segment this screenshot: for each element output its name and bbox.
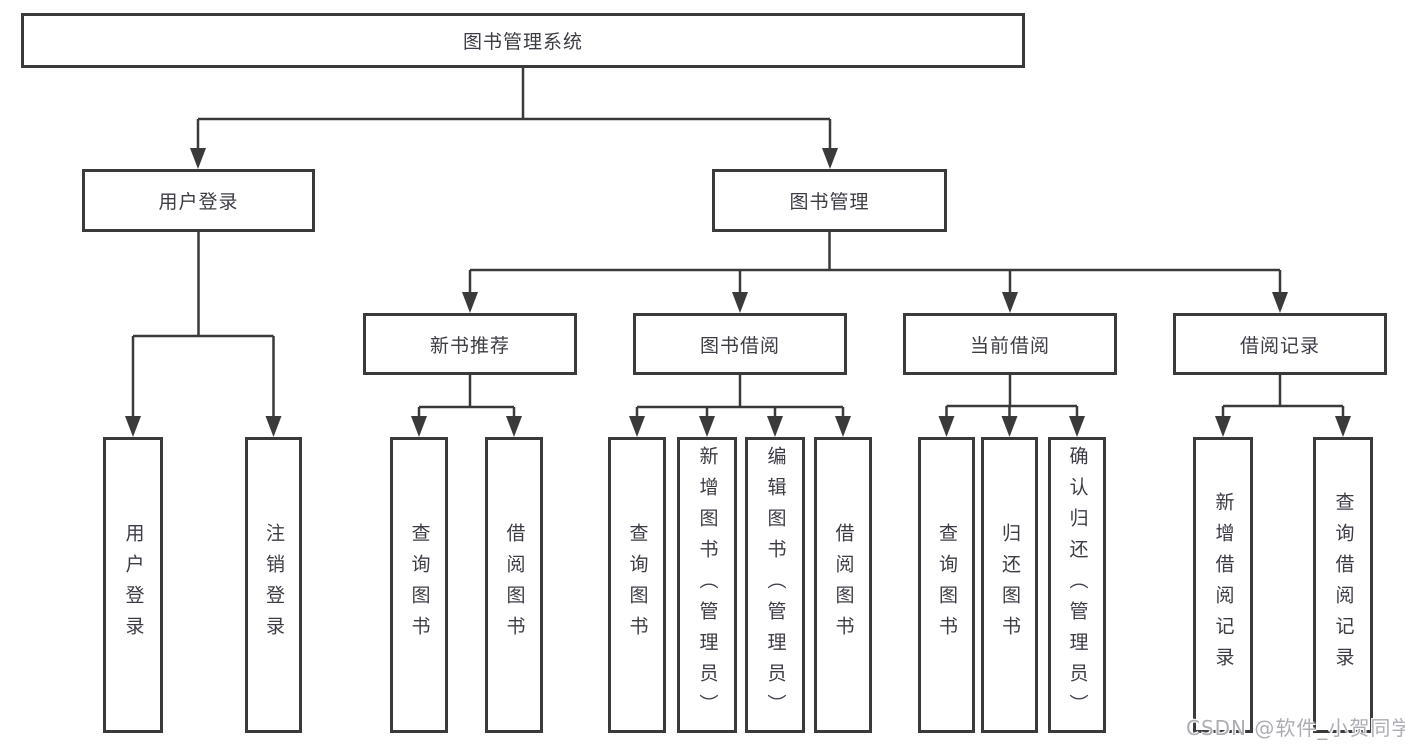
arrow-down-icon	[411, 416, 427, 437]
node-library-management-system: 图书管理系统	[21, 13, 1025, 68]
node-new-book-recommendation: 新书推荐	[363, 313, 577, 375]
arrow-down-icon	[1069, 416, 1085, 437]
node-label: 查询借阅记录	[1332, 492, 1355, 678]
arrow-down-icon	[699, 416, 715, 437]
leaf-confirm-return-admin: 确认归还（管理员）	[1048, 437, 1106, 733]
leaf-edit-books-admin: 编辑图书（管理员）	[745, 437, 805, 733]
node-book-borrowing: 图书借阅	[633, 313, 847, 375]
leaf-borrow-books: 借阅图书	[814, 437, 872, 733]
arrow-down-icon	[1215, 416, 1231, 437]
node-current-borrowing: 当前借阅	[903, 313, 1117, 375]
leaf-logout: 注销登录	[245, 437, 302, 733]
node-label: 查询图书	[408, 523, 431, 647]
node-user-login-module: 用户登录	[82, 169, 315, 232]
node-label: 编辑图书（管理员）	[764, 445, 787, 725]
leaf-add-borrow-record: 新增借阅记录	[1193, 437, 1253, 733]
node-book-management-module: 图书管理	[712, 169, 947, 232]
arrow-down-icon	[190, 148, 206, 169]
csdn-watermark: CSDN @软件_小贺同学	[1186, 716, 1405, 740]
node-label: 借阅图书	[503, 523, 526, 647]
node-borrowing-records: 借阅记录	[1173, 313, 1387, 375]
node-label: 图书管理	[789, 191, 870, 213]
arrow-down-icon	[835, 416, 851, 437]
leaf-return-books: 归还图书	[981, 437, 1038, 733]
arrow-down-icon	[1335, 416, 1351, 437]
leaf-borrow-books-recommend: 借阅图书	[485, 437, 543, 733]
arrow-down-icon	[822, 148, 838, 169]
arrow-down-icon	[767, 416, 783, 437]
node-label: 确认归还（管理员）	[1066, 445, 1089, 725]
leaf-query-books-current: 查询图书	[918, 437, 975, 733]
node-label: 借阅图书	[832, 523, 855, 647]
node-label: 图书借阅	[699, 334, 780, 357]
node-label: 查询图书	[936, 523, 958, 647]
node-label: 用户登录	[158, 191, 239, 213]
leaf-query-books-borrowing: 查询图书	[608, 437, 666, 733]
node-label: 归还图书	[999, 523, 1021, 647]
node-label: 注销登录	[263, 523, 285, 647]
arrow-down-icon	[462, 292, 478, 313]
node-label: 新增借阅记录	[1212, 492, 1235, 678]
node-label: 新增图书（管理员）	[696, 445, 719, 725]
arrow-down-icon	[732, 292, 748, 313]
leaf-user-login: 用户登录	[103, 437, 163, 733]
arrow-down-icon	[265, 416, 282, 437]
arrow-down-icon	[506, 416, 522, 437]
node-label: 图书管理系统	[462, 31, 583, 53]
node-label: 当前借阅	[969, 334, 1050, 357]
leaf-add-books-admin: 新增图书（管理员）	[677, 437, 737, 733]
node-label: 新书推荐	[429, 334, 510, 357]
node-label: 用户登录	[122, 523, 145, 647]
arrow-down-icon	[938, 416, 955, 437]
leaf-query-books-recommend: 查询图书	[390, 437, 448, 733]
node-label: 借阅记录	[1239, 334, 1320, 357]
arrow-down-icon	[1002, 292, 1018, 313]
arrow-down-icon	[1001, 416, 1018, 437]
node-label: 查询图书	[626, 523, 649, 647]
arrow-down-icon	[125, 416, 141, 437]
arrow-down-icon	[1272, 292, 1288, 313]
arrow-down-icon	[629, 416, 645, 437]
leaf-query-borrow-record: 查询借阅记录	[1313, 437, 1373, 733]
